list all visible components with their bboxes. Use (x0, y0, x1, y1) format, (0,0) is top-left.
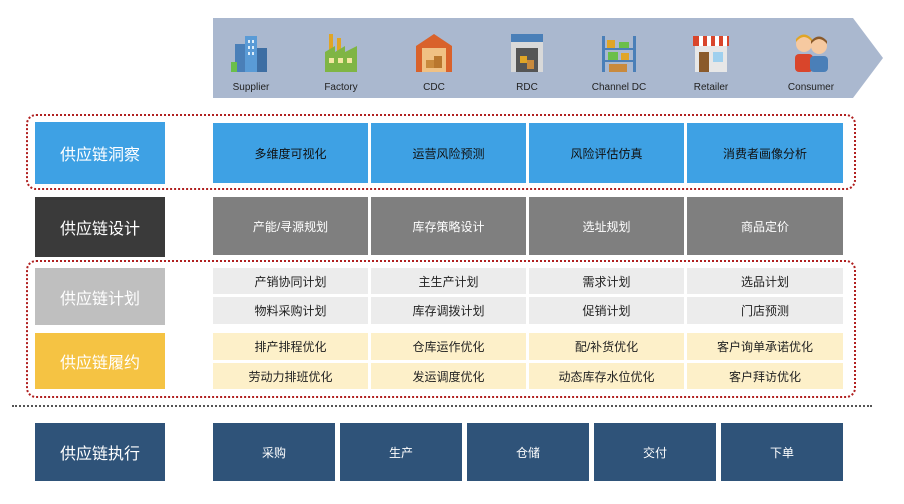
stage-consumer: Consumer (773, 18, 849, 98)
plan-cell: 产销协同计划 (213, 268, 368, 294)
stage-cdc: CDC (396, 18, 472, 98)
plan-cell: 主生产计划 (371, 268, 526, 294)
exec-cell: 生产 (340, 423, 462, 481)
supply-chain-flow-banner: Supplier Factory CDC RD (213, 18, 883, 98)
stage-factory: Factory (303, 18, 379, 98)
supplier-building-icon (231, 36, 267, 72)
row-label-exec: 供应链执行 (35, 423, 165, 481)
stage-retailer: Retailer (673, 18, 749, 98)
insight-cell: 风险评估仿真 (529, 123, 684, 183)
fulfil-cell: 动态库存水位优化 (529, 363, 684, 389)
fulfil-cell: 排产排程优化 (213, 333, 368, 360)
fulfil-cell: 配/补货优化 (529, 333, 684, 360)
stage-supplier: Supplier (213, 18, 289, 98)
plan-cell: 物料采购计划 (213, 297, 368, 324)
design-cell: 选址规划 (529, 197, 684, 255)
insight-cell: 运营风险预测 (371, 123, 526, 183)
plan-fulfil-highlight-box (26, 260, 856, 398)
distribution-center-icon (511, 34, 543, 72)
stage-label: Consumer (787, 82, 835, 93)
plan-cell: 需求计划 (529, 268, 684, 294)
stage-rdc: RDC (489, 18, 565, 98)
row-label-design: 供应链设计 (35, 197, 165, 257)
row-label-insight: 供应链洞察 (35, 122, 165, 184)
design-cell: 商品定价 (687, 197, 843, 255)
insight-highlight-box (26, 114, 856, 190)
factory-icon (325, 34, 357, 72)
fulfil-cell: 发运调度优化 (371, 363, 526, 389)
fulfil-cell: 客户拜访优化 (687, 363, 843, 389)
stage-label: RDC (516, 82, 538, 93)
plan-cell: 选品计划 (687, 268, 843, 294)
row-label-plan: 供应链计划 (35, 268, 165, 325)
stage-label: CDC (423, 82, 445, 93)
people-icon (795, 34, 828, 72)
plan-cell: 促销计划 (529, 297, 684, 324)
stage-label: Channel DC (591, 82, 647, 93)
row-label-fulfil: 供应链履约 (35, 333, 165, 389)
insight-cell: 多维度可视化 (213, 123, 368, 183)
design-cell: 库存策略设计 (371, 197, 526, 255)
exec-cell: 下单 (721, 423, 843, 481)
fulfil-cell: 客户询单承诺优化 (687, 333, 843, 360)
insight-cell: 消费者画像分析 (687, 123, 843, 183)
warehouse-icon (416, 34, 452, 72)
stage-label: Retailer (693, 82, 729, 93)
separator-line (12, 405, 872, 407)
plan-cell: 门店预测 (687, 297, 843, 324)
exec-cell: 交付 (594, 423, 716, 481)
fulfil-cell: 劳动力排班优化 (213, 363, 368, 389)
exec-cell: 采购 (213, 423, 335, 481)
shelving-icon (602, 36, 636, 72)
exec-cell: 仓储 (467, 423, 589, 481)
fulfil-cell: 仓库运作优化 (371, 333, 526, 360)
store-icon (693, 36, 729, 72)
design-cell: 产能/寻源规划 (213, 197, 368, 255)
plan-cell: 库存调拨计划 (371, 297, 526, 324)
stage-label: Supplier (232, 82, 270, 93)
stage-channel-dc: Channel DC (581, 18, 657, 98)
stage-label: Factory (324, 82, 358, 93)
